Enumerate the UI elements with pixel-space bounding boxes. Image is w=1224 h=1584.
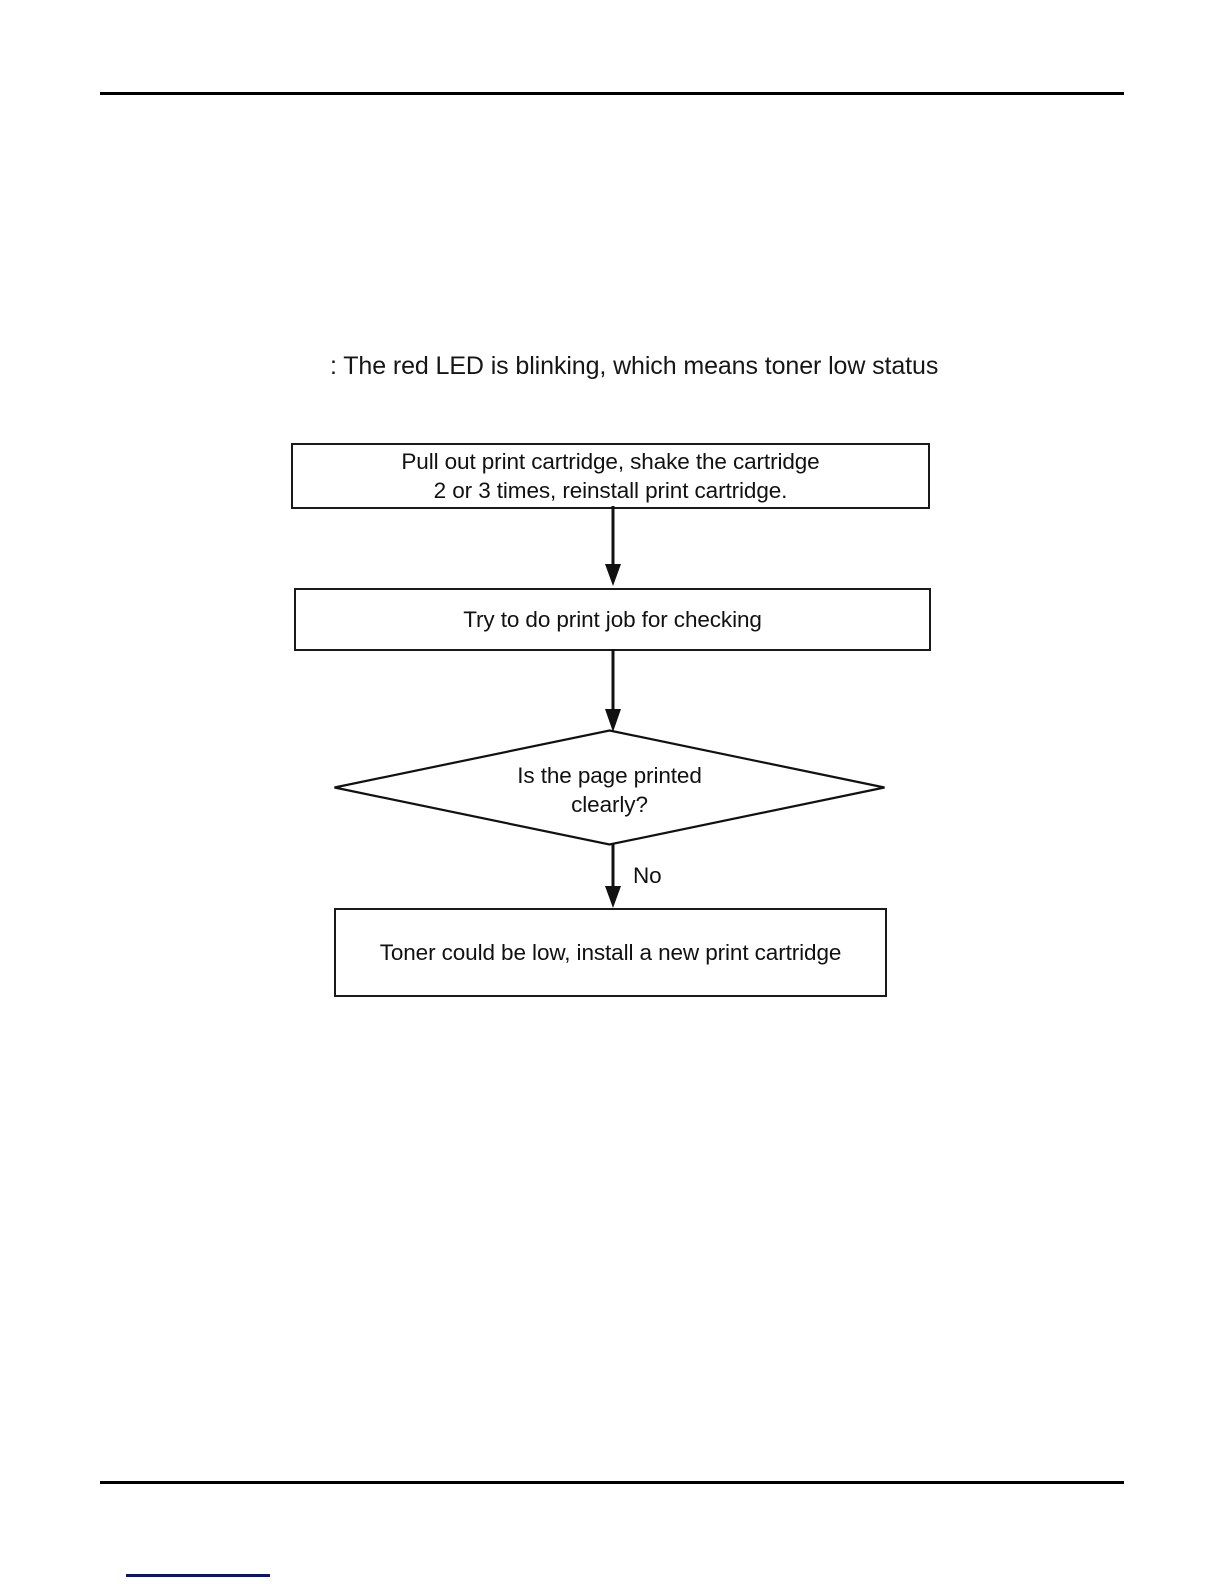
connector-shake-to-printjob bbox=[603, 506, 623, 588]
arrow-down-icon bbox=[605, 506, 621, 586]
status-caption: : The red LED is blinking, which means t… bbox=[330, 352, 939, 380]
flow-node-print-job: Try to do print job for checking bbox=[294, 588, 931, 651]
flow-node-label: Try to do print job for checking bbox=[463, 607, 762, 632]
connector-decision-to-toner-low bbox=[603, 843, 623, 910]
flow-node-label: Pull out print cartridge, shake the cart… bbox=[401, 449, 820, 503]
flow-node-toner-low: Toner could be low, install a new print … bbox=[334, 908, 887, 997]
arrow-down-icon bbox=[605, 649, 621, 732]
flow-node-shake-cartridge: Pull out print cartridge, shake the cart… bbox=[291, 443, 930, 509]
footer-accent-rule bbox=[126, 1574, 270, 1577]
flow-node-page-printed-clearly: Is the page printed clearly? bbox=[333, 729, 886, 846]
footer-divider bbox=[100, 1481, 1124, 1484]
diamond-shape-icon bbox=[334, 729, 885, 846]
flow-node-label: Is the page printed clearly? bbox=[517, 762, 702, 817]
edge-label-no: No bbox=[633, 863, 662, 888]
arrow-down-icon bbox=[605, 843, 621, 908]
connector-printjob-to-decision bbox=[603, 649, 623, 734]
header-divider bbox=[100, 92, 1124, 95]
flow-node-label: Toner could be low, install a new print … bbox=[379, 940, 842, 965]
